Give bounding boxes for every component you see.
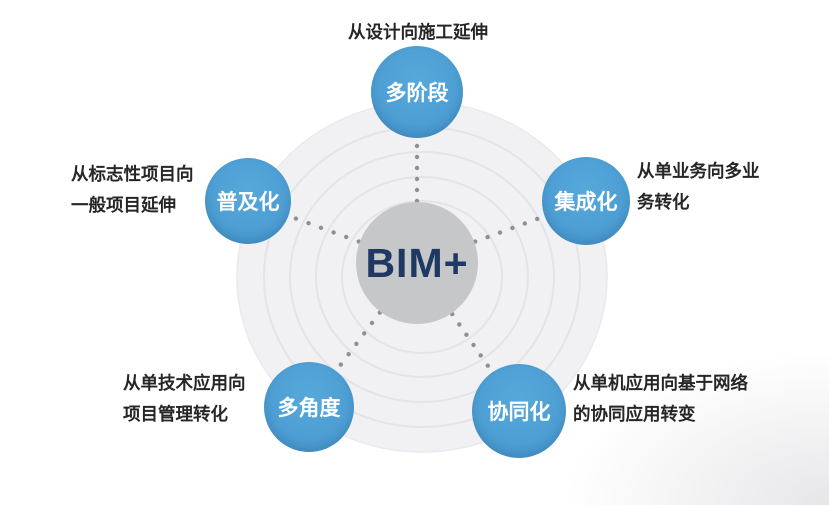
node-multi-angle: 多角度 <box>264 362 354 452</box>
ring-1 <box>341 200 503 354</box>
ring-3 <box>289 151 555 403</box>
ray-dot <box>369 320 375 326</box>
ray-dot <box>354 341 359 346</box>
ray-dot <box>338 362 343 367</box>
ring-2 <box>315 176 529 378</box>
caption-line: 务转化 <box>637 192 690 212</box>
center-node-label: BIM+ <box>365 239 469 286</box>
caption-line: 从单技术应用向 <box>123 373 246 393</box>
dotted-rays <box>293 143 540 368</box>
node-multi-angle-label: 多角度 <box>277 397 341 420</box>
ray-dot <box>478 353 483 358</box>
ray-dot <box>414 143 420 149</box>
node-popularization-label: 普及化 <box>216 191 280 214</box>
ray-dot <box>471 342 476 348</box>
ray-dot <box>346 352 351 357</box>
caption-popularization: 从标志性项目向 一般项目延伸 <box>71 159 194 221</box>
caption-multi-stage: 从设计向施工延伸 <box>330 17 506 48</box>
ray-dot <box>485 234 490 240</box>
ray-dot <box>344 234 349 240</box>
node-multi-stage: 多阶段 <box>371 46 463 138</box>
caption-line: 从设计向施工延伸 <box>348 22 488 42</box>
node-integration-label: 集成化 <box>554 191 618 214</box>
ray-dot <box>464 332 469 337</box>
ray-dot <box>485 363 490 368</box>
ray-dot <box>535 216 540 222</box>
node-integration: 集成化 <box>542 157 630 245</box>
node-collaboration-label: 协同化 <box>487 401 551 424</box>
caption-line: 的协同应用转变 <box>573 404 696 424</box>
ray-dot <box>362 331 367 336</box>
ray-dot <box>318 225 324 230</box>
node-multi-stage-label: 多阶段 <box>385 82 449 105</box>
ray-dot <box>497 230 503 235</box>
caption-line: 从单机应用向基于网络 <box>573 373 748 393</box>
ray-dot <box>306 221 311 226</box>
ray-dot <box>522 221 527 226</box>
ray-dot <box>414 154 420 160</box>
caption-multi-angle: 从单技术应用向 项目管理转化 <box>123 368 246 430</box>
node-collaboration: 协同化 <box>472 364 566 458</box>
ray-dot <box>510 225 515 231</box>
caption-line: 从单业务向多业 <box>637 161 760 181</box>
caption-line: 一般项目延伸 <box>71 195 176 215</box>
caption-collaboration: 从单机应用向基于网络 的协同应用转变 <box>573 368 748 430</box>
caption-integration: 从单业务向多业 务转化 <box>637 156 760 218</box>
ray-dot <box>331 230 336 235</box>
center-node-bim-plus: BIM+ <box>356 202 478 324</box>
node-popularization: 普及化 <box>205 158 291 244</box>
ray-dot <box>457 322 462 327</box>
ray-dot <box>414 176 420 182</box>
ray-dot <box>414 187 420 193</box>
caption-line: 从标志性项目向 <box>71 164 194 184</box>
ray-dot <box>293 216 299 221</box>
caption-line: 项目管理转化 <box>123 404 228 424</box>
ray-dot <box>414 165 420 171</box>
